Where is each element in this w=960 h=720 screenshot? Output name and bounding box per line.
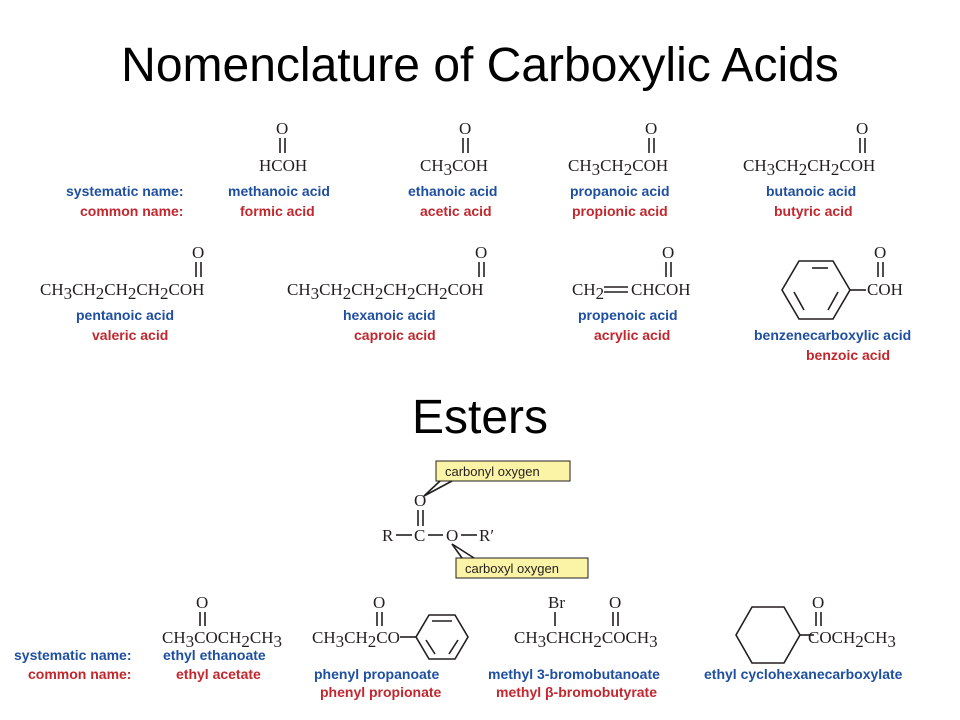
svg-text:HCOH: HCOH <box>259 156 307 175</box>
svg-text:Br: Br <box>548 593 565 612</box>
ester-cyclohexane-structure: O COCH2CH3 <box>735 593 896 664</box>
acid-valeric-structure: O CH3CH2CH2CH2COH <box>40 243 204 303</box>
ester-ethyl-acetate-systematic: ethyl ethanoate <box>163 647 266 663</box>
ester-bromobutanoate-common: methyl β-bromobutyrate <box>496 684 657 700</box>
acid-formic-systematic: methanoic acid <box>228 183 330 199</box>
carboxyl-oxygen-callout: carboxyl oxygen <box>465 561 559 576</box>
carbonyl-oxygen-callout: carbonyl oxygen <box>445 464 540 479</box>
svg-text:O: O <box>196 593 208 612</box>
ester-ethyl-acetate-common: ethyl acetate <box>176 666 261 682</box>
svg-text:O: O <box>609 593 621 612</box>
acid-benzoic-systematic: benzenecarboxylic acid <box>754 327 911 343</box>
svg-text:O: O <box>475 243 487 262</box>
svg-text:O: O <box>276 119 288 138</box>
acid-acrylic-systematic: propenoic acid <box>578 307 678 323</box>
ester-cyclohexane-systematic: ethyl cyclohexanecarboxylate <box>704 666 903 682</box>
acid-butyric-systematic: butanoic acid <box>766 183 856 199</box>
ester-systematic-name-label: systematic name: <box>14 647 132 663</box>
svg-text:CH3COH: CH3COH <box>420 156 488 179</box>
acid-valeric-common: valeric acid <box>92 327 168 343</box>
svg-text:CH3CH2COH: CH3CH2COH <box>568 156 668 179</box>
svg-text:R: R <box>382 526 394 545</box>
svg-text:O: O <box>812 593 824 612</box>
svg-text:CH3COCH2CH3: CH3COCH2CH3 <box>162 628 282 651</box>
acid-butyric-common: butyric acid <box>774 203 853 219</box>
acid-caproic-common: caproic acid <box>354 327 436 343</box>
svg-text:O: O <box>662 243 674 262</box>
acid-acetic-structure: O CH3COH <box>420 119 488 179</box>
acid-valeric-systematic: pentanoic acid <box>76 307 174 323</box>
svg-text:O: O <box>373 593 385 612</box>
acid-caproic-structure: O CH3CH2CH2CH2CH2COH <box>287 243 487 303</box>
ester-bromobutanoate-systematic: methyl 3-bromobutanoate <box>488 666 660 682</box>
ester-phenyl-propionate-systematic: phenyl propanoate <box>314 666 439 682</box>
acid-butyric-structure: O CH3CH2CH2COH <box>743 119 875 179</box>
svg-text:C: C <box>414 526 425 545</box>
svg-text:R′: R′ <box>479 526 494 545</box>
acid-propionic-systematic: propanoic acid <box>570 183 670 199</box>
svg-text:COCH2CH3: COCH2CH3 <box>808 628 896 651</box>
acid-benzoic-structure: O COH <box>781 243 903 320</box>
ester-bromobutanoate-structure: Br O CH3CHCH2COCH3 <box>514 593 658 651</box>
ester-phenyl-propionate-common: phenyl propionate <box>320 684 442 700</box>
page-title: Nomenclature of Carboxylic Acids <box>121 39 839 92</box>
acid-formic-common: formic acid <box>240 203 315 219</box>
svg-text:O: O <box>446 526 458 545</box>
systematic-name-label: systematic name: <box>66 183 184 199</box>
ester-phenyl-propionate-structure: O CH3CH2CO <box>312 593 469 660</box>
common-name-label: common name: <box>80 203 183 219</box>
svg-text:CH3CH2CH2CH2CH2COH: CH3CH2CH2CH2CH2COH <box>287 280 484 303</box>
svg-text:CHCOH: CHCOH <box>631 280 691 299</box>
ester-general-structure: carbonyl oxygen O R C O R′ carboxyl oxyg… <box>382 460 589 579</box>
svg-text:O: O <box>645 119 657 138</box>
acid-benzoic-common: benzoic acid <box>806 347 890 363</box>
acid-propionic-common: propionic acid <box>572 203 668 219</box>
svg-text:CH3CH2CH2COH: CH3CH2CH2COH <box>743 156 875 179</box>
acid-acrylic-structure: O CH2 CHCOH <box>572 243 691 303</box>
svg-text:COH: COH <box>867 280 903 299</box>
svg-text:CH3CH2CH2CH2COH: CH3CH2CH2CH2COH <box>40 280 204 303</box>
svg-text:O: O <box>192 243 204 262</box>
acid-acetic-common: acetic acid <box>420 203 492 219</box>
acid-propionic-structure: O CH3CH2COH <box>568 119 668 179</box>
acid-acetic-systematic: ethanoic acid <box>408 183 497 199</box>
esters-heading: Esters <box>411 391 549 444</box>
svg-text:CH3CHCH2COCH3: CH3CHCH2COCH3 <box>514 628 658 651</box>
acid-formic-structure: O HCOH <box>259 119 307 175</box>
acid-acrylic-common: acrylic acid <box>594 327 670 343</box>
acid-caproic-systematic: hexanoic acid <box>343 307 436 323</box>
svg-text:O: O <box>414 491 426 510</box>
ester-ethyl-acetate-structure: O CH3COCH2CH3 <box>162 593 282 651</box>
svg-text:O: O <box>459 119 471 138</box>
svg-text:CH3CH2CO: CH3CH2CO <box>312 628 400 651</box>
svg-text:O: O <box>856 119 868 138</box>
svg-text:O: O <box>874 243 886 262</box>
ester-common-name-label: common name: <box>28 666 131 682</box>
svg-text:CH2: CH2 <box>572 280 604 303</box>
